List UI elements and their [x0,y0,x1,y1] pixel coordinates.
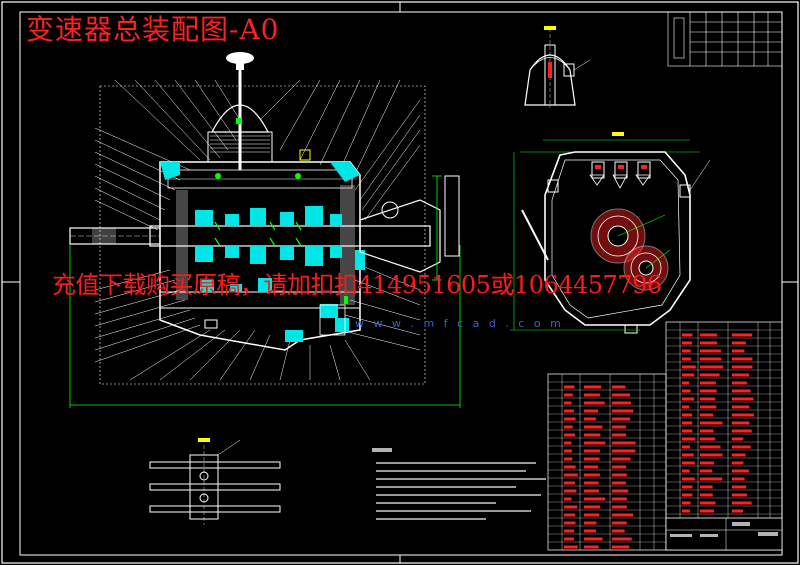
inner-frame [19,11,783,556]
drawing-title: 变速器总装配图-A0 [26,13,280,46]
side-section-view [510,132,711,334]
watermark-site: w w w . m f c a d . c o m [355,317,564,330]
counter-shaft-gears [200,278,349,332]
technical-notes [372,448,546,520]
leader-lines-right [339,99,421,351]
leader-lines-top [114,79,401,181]
leader-lines-left [94,127,201,363]
title-block-top [667,11,783,67]
bearings [215,118,348,304]
output-flange [359,199,441,273]
main-shaft-gears [195,206,342,266]
side-housing-outline [544,151,691,326]
synchronizers [214,221,302,247]
detail-view-shift-rails [149,438,281,525]
shift-knob [226,52,254,64]
leader-lines-bottom [129,329,371,381]
watermark-promo: 充值下载购买原稿，请加扣扣414951605或1064457796 [52,271,662,299]
main-shaft [149,225,431,247]
parts-list-table [547,321,783,551]
gearbox-main-section [69,52,460,351]
dimension-lines-main [69,175,461,408]
detail-view-shifter [524,26,591,108]
assembly-view-bounds [99,85,426,385]
shift-boot [211,104,269,133]
